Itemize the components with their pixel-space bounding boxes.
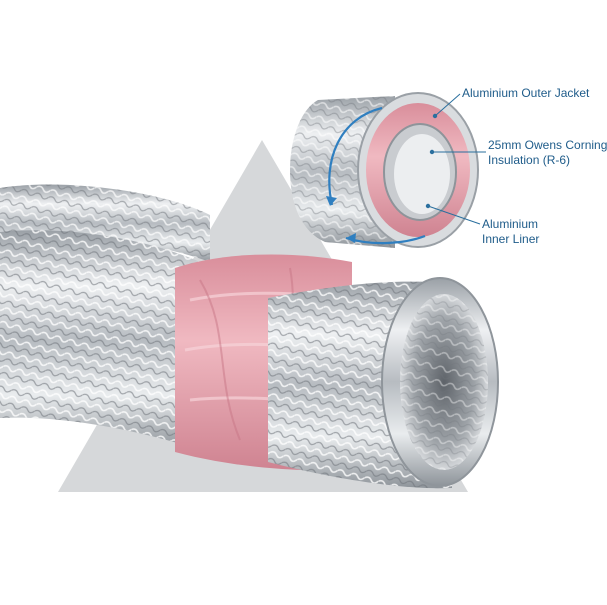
label-outer-jacket-line1: Aluminium Outer Jacket: [462, 86, 590, 100]
label-insulation-line1: 25mm Owens Corning: [488, 138, 607, 152]
label-insulation: 25mm Owens Corning Insulation (R-6): [488, 138, 607, 168]
label-insulation-line2: Insulation (R-6): [488, 153, 571, 167]
label-inner-liner-line1: Aluminium: [482, 217, 539, 231]
callout-leaders: [425, 93, 486, 225]
label-outer-jacket: Aluminium Outer Jacket: [462, 86, 589, 101]
label-inner-liner: Aluminium Inner Liner: [482, 217, 539, 247]
flexible-duct: [0, 184, 499, 489]
rotation-arrow-icon: [328, 106, 383, 206]
cross-section-inset: [290, 92, 479, 248]
label-inner-liner-line2: Inner Liner: [482, 232, 540, 246]
